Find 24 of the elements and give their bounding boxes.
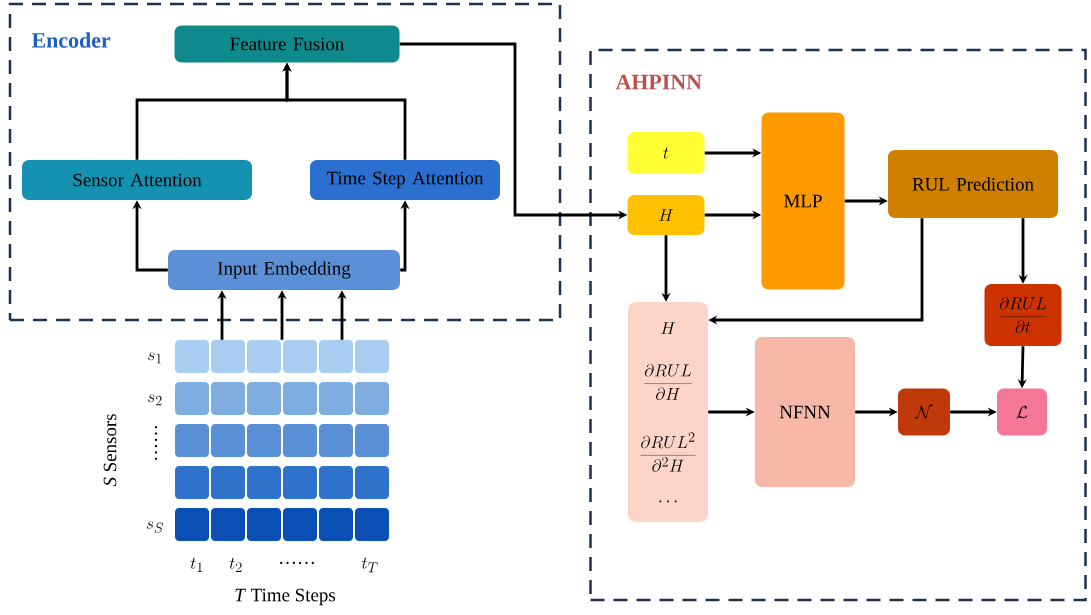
process-box: $H$ (627, 195, 705, 235)
process-box: Input Embedding (168, 250, 400, 290)
process-box: $\mathcal{L}$ (997, 388, 1047, 436)
process-box: RUL Prediction (888, 150, 1058, 218)
axis-label: $t_2$ (229, 557, 242, 572)
axis-label: $s_2$ (148, 394, 162, 406)
axis-label: S Sensors (103, 414, 117, 487)
process-box: $t$ (627, 132, 705, 174)
process-box: $\frac{\partial RUL}{\partial t}$ (984, 284, 1062, 346)
process-box: Feature Fusion (174, 25, 400, 63)
process-box: $\mathcal{N}$ (898, 388, 950, 436)
axis-label: $t_1$ (190, 557, 203, 572)
axis-label: …… (154, 426, 158, 460)
axis-label: $t_T$ (362, 557, 378, 573)
process-box: MLP (761, 112, 845, 290)
axis-label: T Time Steps (235, 588, 336, 606)
axis-label: $s_1$ (148, 352, 162, 364)
axis-label: …… (280, 561, 314, 565)
axis-label: $s_S$ (146, 521, 164, 533)
sensor-grid-drawing (175, 340, 389, 541)
variable-box: $H$ $\frac{\partial RUL}{\partial H}$ $\frac{\partial RUL^{2}}{\partial^{2} H}$ $\cdots$ (628, 302, 708, 522)
process-box: Sensor Attention (22, 160, 252, 200)
process-box: NFNN (755, 337, 855, 487)
process-box: Time Step Attention (310, 160, 500, 200)
